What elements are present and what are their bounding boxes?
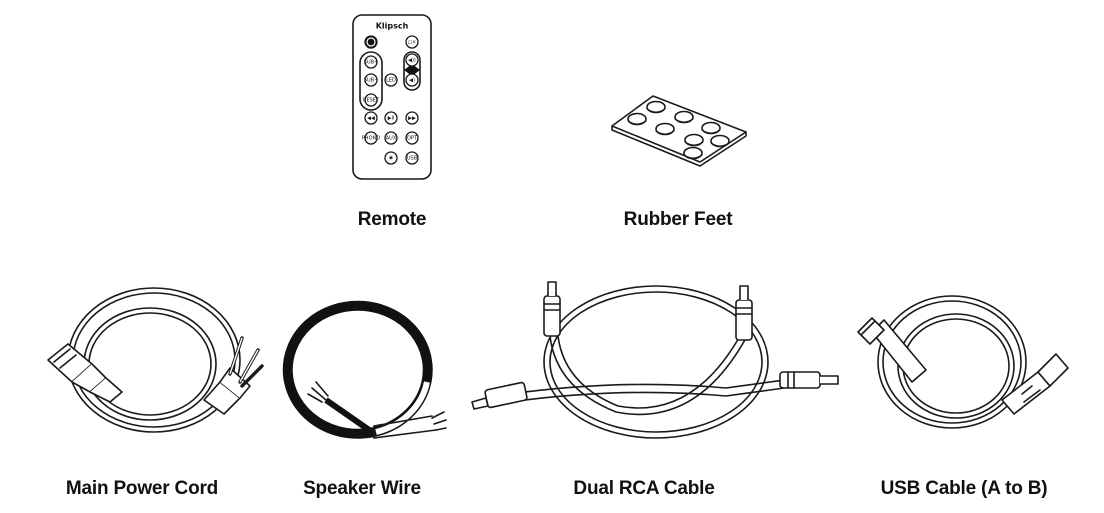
remote-control-icon: Klipsch ◻× SUB+ SUB− RESET LED ◀)) ◀) ◀◀…: [352, 14, 432, 180]
remote-item: Klipsch ◻× SUB+ SUB− RESET LED ◀)) ◀) ◀◀…: [350, 12, 434, 182]
speaker-wire-icon: [282, 300, 447, 439]
rubber-feet-item: [608, 90, 758, 170]
svg-text:◻×: ◻×: [408, 40, 416, 46]
rubber-feet-icon: [611, 95, 747, 167]
svg-text:LED: LED: [386, 78, 396, 84]
remote-brand: Klipsch: [376, 22, 409, 31]
speaker-wire-item: [282, 298, 447, 448]
svg-text:SUB−: SUB−: [364, 78, 378, 84]
usb-cable-item: [852, 282, 1072, 442]
usb-cable-icon: [857, 295, 1069, 429]
svg-text:✱: ✱: [389, 156, 394, 162]
svg-text:▶▶: ▶▶: [408, 116, 416, 122]
rca-cable-icon: [471, 281, 839, 439]
rubber-feet-label: Rubber Feet: [623, 209, 733, 230]
svg-text:PHONO: PHONO: [362, 136, 380, 142]
power-cord-label: Main Power Cord: [65, 478, 219, 499]
svg-text:SUB+: SUB+: [364, 60, 378, 66]
usb-cable-label: USB Cable (A to B): [880, 478, 1048, 499]
svg-text:◀◀: ◀◀: [367, 116, 375, 122]
speaker-wire-label: Speaker Wire: [303, 478, 421, 499]
rca-cable-item: [466, 278, 842, 458]
remote-label: Remote: [357, 209, 427, 230]
svg-text:OPT: OPT: [407, 136, 418, 142]
svg-text:AUX: AUX: [386, 136, 397, 142]
svg-text:▶II: ▶II: [388, 116, 395, 122]
power-cord-item: [44, 282, 274, 442]
svg-text:◀): ◀): [409, 78, 415, 84]
svg-text:USB: USB: [407, 156, 418, 162]
rca-cable-label: Dual RCA Cable: [573, 478, 715, 499]
power-cord-icon: [47, 287, 264, 433]
svg-text:◀)): ◀)): [408, 58, 416, 64]
svg-text:RESET: RESET: [363, 98, 380, 104]
